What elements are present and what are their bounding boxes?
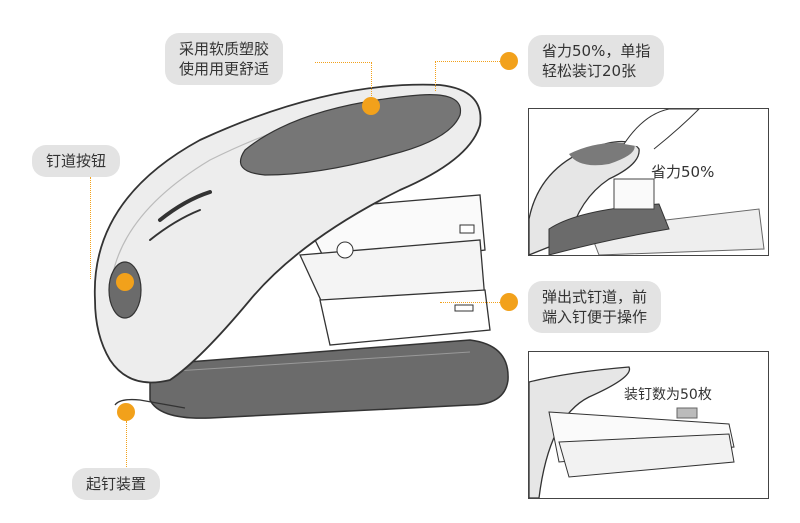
remover-label: 起钉装置 [72, 468, 161, 500]
soft-rubber-line-1: 采用软质塑胶 [179, 40, 270, 58]
soft-rubber-leader-h [315, 62, 372, 63]
effort-caption: 省力50% [651, 163, 715, 181]
remover-text: 起钉装置 [86, 475, 147, 493]
staple-count-panel: 装钉数为50枚 [528, 351, 769, 499]
soft-rubber-leader-v [371, 62, 372, 102]
save-effort-line-1: 省力50%，单指 [542, 42, 651, 60]
save-effort-line-2: 轻松装订20张 [542, 62, 637, 80]
eject-line-2: 端入钉便于操作 [542, 308, 648, 326]
save-effort-leader-h [435, 61, 500, 62]
remover-leader-v [126, 421, 127, 467]
eject-leader-h [440, 302, 500, 303]
eject-line-1: 弹出式钉道，前 [542, 288, 648, 306]
soft-rubber-dot [362, 97, 380, 115]
soft-rubber-line-2: 使用用更舒适 [179, 60, 270, 78]
staple-button-text: 钉道按钮 [46, 152, 107, 170]
effort-detail-illustration [529, 109, 765, 255]
staple-count-illustration [529, 366, 735, 498]
staple-button-dot [116, 273, 134, 291]
remover-dot [117, 403, 135, 421]
save-effort-leader-v [435, 61, 436, 91]
effort-detail-panel: 省力50% [528, 108, 769, 256]
save-effort-dot [500, 52, 518, 70]
save-effort-label: 省力50%，单指 轻松装订20张 [528, 35, 665, 87]
eject-label: 弹出式钉道，前 端入钉便于操作 [528, 281, 662, 333]
soft-rubber-label: 采用软质塑胶 使用用更舒适 [165, 33, 284, 85]
staple-button-label: 钉道按钮 [32, 145, 121, 177]
staple-button-leader-v [90, 177, 91, 279]
eject-dot [500, 293, 518, 311]
staple-count-caption: 装钉数为50枚 [624, 387, 712, 403]
